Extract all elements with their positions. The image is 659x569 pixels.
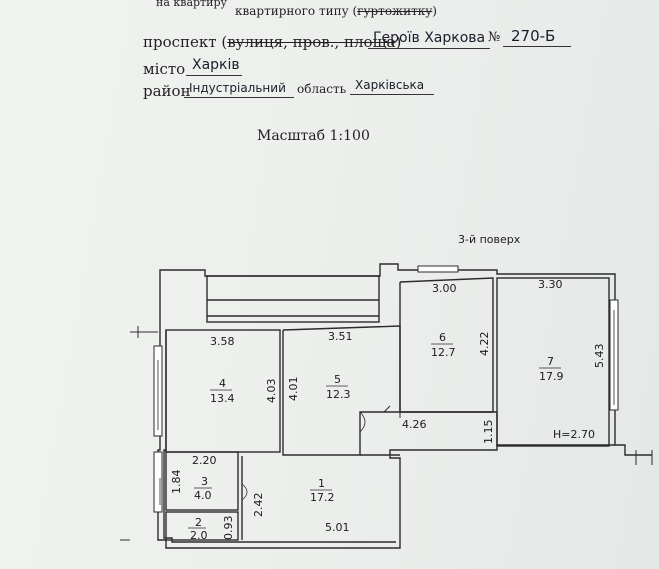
room-6-area: 12.7 [431,346,456,359]
street-label-struck: вулиця, пров., площа [227,33,396,51]
dim-room4-width: 3.58 [210,335,235,348]
dim-room2-depth: 0.93 [222,516,235,541]
apartment-type-struck: гуртожитку [357,4,433,18]
dim-room7-width: 3.30 [538,278,563,291]
dim-room5-width: 3.51 [328,330,353,343]
room-6-id: 6 [439,331,446,344]
room-1-id: 1 [318,477,325,490]
ceiling-height: H=2.70 [553,428,595,441]
room-3-outline [165,451,239,511]
room-1-area: 17.2 [310,491,335,504]
room-4-outline [165,329,281,453]
dim-room5-depth: 4.01 [287,377,300,402]
room-2-id: 2 [195,516,202,529]
street-label-prefix: проспект ( [143,33,228,51]
room-3-id: 3 [201,475,208,488]
dim-corridor-step: 1.15 [482,420,495,445]
district-underline [184,97,294,98]
city-label: місто [143,60,186,78]
dim-corridor-width: 4.26 [402,418,427,431]
floor-label: 3-й поверх [458,233,521,246]
number-underline [503,46,571,47]
region-underline [350,94,434,95]
outer-wall-top [159,263,652,456]
district-label: район [143,82,191,100]
dim-hall-depth: 2.42 [252,493,265,518]
room-5-area: 12.3 [326,388,351,401]
room-7-area: 17.9 [539,370,564,383]
dim-room3-width: 2.20 [192,454,217,467]
district-value: Індустріальний [189,81,286,95]
street-value: Героїв Харкова [373,30,486,46]
city-underline [186,75,242,76]
dim-room3-depth: 1.84 [170,470,183,495]
number-value: 270-Б [511,27,556,45]
city-value: Харків [192,57,240,73]
room-2-outline [165,511,239,541]
room-3-area: 4.0 [194,489,212,502]
apartment-type-suffix: ) [432,4,437,18]
window-top [417,265,459,273]
outer-wall-bottom [157,322,615,549]
dim-room4-depth: 4.03 [265,379,278,404]
apartment-type-line: квартирного типу (гуртожитку) [235,4,437,18]
room-2-area: 2.0 [190,529,208,542]
region-label: область [297,82,347,96]
dim-room6-width: 3.00 [432,282,457,295]
room-5-id: 5 [334,373,341,386]
room-4-area: 13.4 [210,392,235,405]
window-left-lower [153,451,163,513]
room-4-id: 4 [219,377,226,390]
balcony [206,275,380,323]
region-value: Харківська [355,78,425,92]
room-7-outline [496,277,610,447]
street-label-suffix: ) [395,33,402,51]
number-label: № [488,30,501,45]
dim-room6-depth: 4.22 [478,332,491,357]
room-7-id: 7 [547,355,554,368]
dim-room7-depth: 5.43 [593,344,606,369]
scale-label: Масштаб 1:100 [257,128,370,144]
street-label: проспект (вулиця, пров., площа) [143,33,401,51]
apartment-type-prefix: квартирного типу ( [235,4,358,18]
dim-hall-width: 5.01 [325,521,350,534]
top-fragment-text: на квартиру [156,0,227,9]
street-underline [368,48,490,49]
